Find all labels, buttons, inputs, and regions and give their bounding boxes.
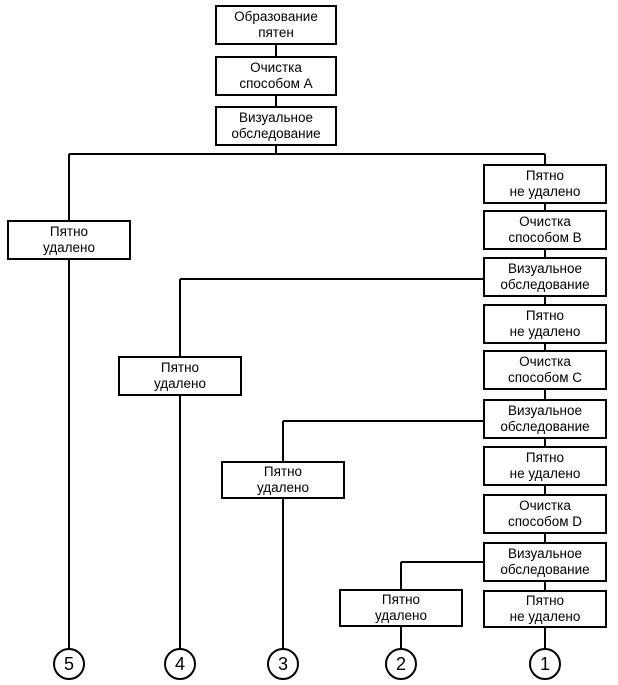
box-stain-not-removed-3: Пятно не удалено (483, 446, 607, 486)
outcome-circle-4: 4 (164, 648, 196, 680)
box-visual-inspection-4: Визуальное обследование (483, 542, 607, 582)
box-cleaning-method-a: Очистка способом А (215, 56, 337, 96)
outcome-circle-5: 5 (53, 648, 85, 680)
box-stain-removed-3: Пятно удалено (221, 461, 345, 499)
outcome-circle-2: 2 (385, 648, 417, 680)
box-stain-not-removed-4: Пятно не удалено (483, 590, 607, 628)
box-stain-formation: Образование пятен (215, 5, 337, 45)
box-stain-not-removed-2: Пятно не удалено (483, 304, 607, 344)
box-stain-removed-5: Пятно удалено (7, 220, 131, 260)
box-visual-inspection-1: Визуальное обследование (215, 106, 337, 146)
outcome-circle-1: 1 (529, 648, 561, 680)
box-cleaning-method-d: Очистка способом D (483, 494, 607, 534)
box-stain-removed-4: Пятно удалено (118, 356, 242, 396)
box-stain-not-removed-1: Пятно не удалено (483, 164, 607, 204)
box-cleaning-method-c: Очистка способом С (483, 350, 607, 390)
outcome-circle-3: 3 (267, 648, 299, 680)
box-visual-inspection-2: Визуальное обследование (483, 257, 607, 297)
box-visual-inspection-3: Визуальное обследование (483, 399, 607, 439)
box-cleaning-method-b: Очистка способом В (483, 210, 607, 250)
box-stain-removed-2: Пятно удалено (339, 589, 463, 627)
